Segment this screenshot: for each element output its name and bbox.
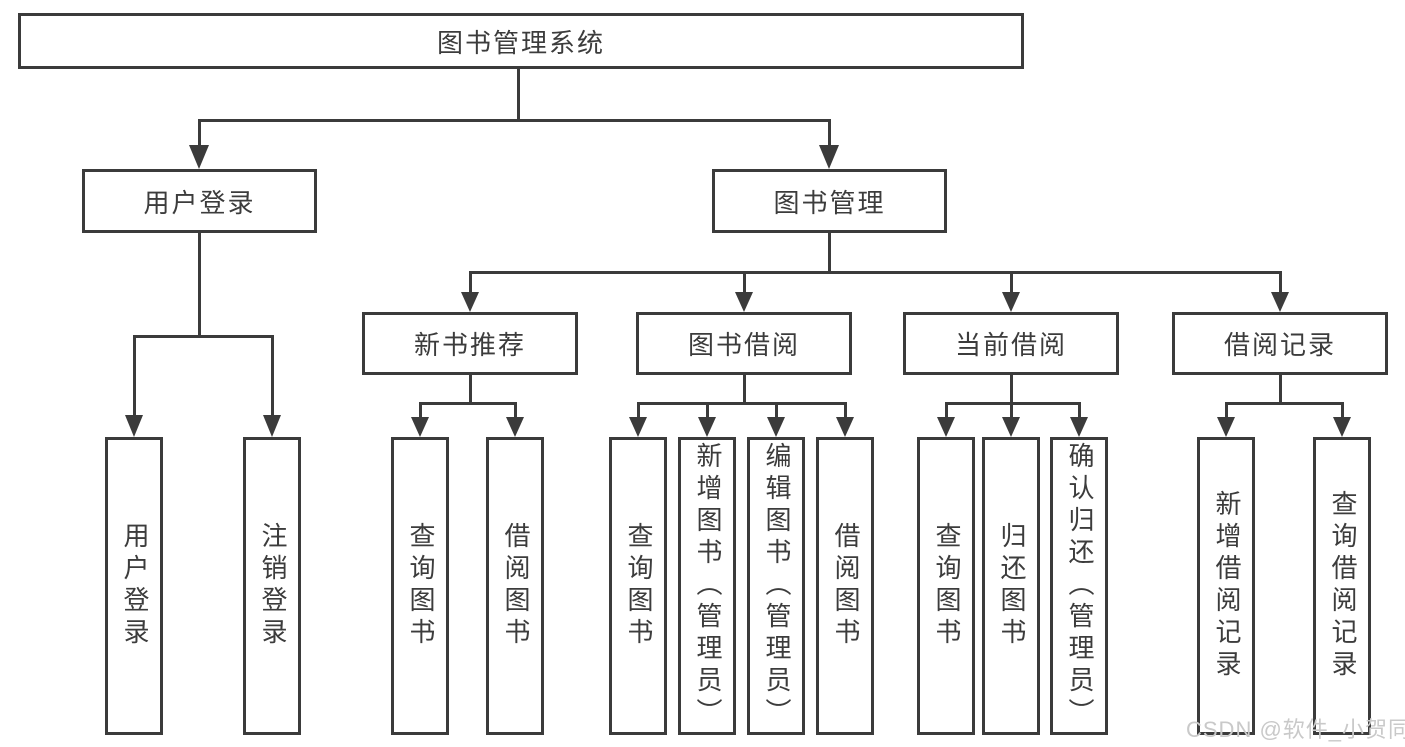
connector-line: [1225, 402, 1228, 417]
connector-line: [271, 335, 274, 415]
connector-line: [514, 402, 517, 417]
connector-line: [419, 402, 517, 405]
leaf-recommend-borrow-books: 借阅图书: [486, 437, 544, 735]
arrowhead-down-icon: [411, 417, 429, 437]
node-label: 新书推荐: [413, 330, 526, 360]
connector-line: [133, 335, 274, 338]
connector-line: [844, 402, 847, 417]
connector-line: [1078, 402, 1081, 417]
node-label: 图书管理系统: [436, 27, 605, 58]
leaf-label: 归还图书: [996, 522, 1027, 650]
node-label: 当前借阅: [954, 330, 1067, 360]
connector-line: [469, 375, 472, 402]
connector-line: [828, 119, 831, 145]
connector-line: [945, 402, 1081, 405]
arrowhead-down-icon: [506, 417, 524, 437]
node-library-management-system: 图书管理系统: [18, 13, 1024, 69]
connector-line: [517, 69, 520, 119]
arrowhead-down-icon: [189, 145, 209, 169]
connector-line: [1341, 402, 1344, 417]
arrowhead-down-icon: [1217, 417, 1235, 437]
arrowhead-down-icon: [937, 417, 955, 437]
arrowhead-down-icon: [1002, 417, 1020, 437]
node-label: 借阅记录: [1223, 330, 1336, 360]
connector-line: [419, 402, 422, 417]
leaf-label: 查询图书: [405, 522, 436, 650]
node-user-login: 用户登录: [82, 169, 317, 233]
leaf-recommend-query-books: 查询图书: [391, 437, 449, 735]
leaf-label: 新增图书（管理员）: [692, 442, 723, 730]
node-new-book-recommendation: 新书推荐: [362, 312, 578, 375]
node-book-borrowing: 图书借阅: [636, 312, 852, 375]
connector-line: [743, 375, 746, 402]
arrowhead-down-icon: [767, 417, 785, 437]
connector-line: [1279, 375, 1282, 402]
leaf-records-add-record: 新增借阅记录: [1197, 437, 1255, 735]
leaf-user-login: 用户登录: [105, 437, 163, 735]
connector-line: [828, 233, 831, 271]
connector-line: [1010, 271, 1013, 292]
leaf-label: 借阅图书: [830, 522, 861, 650]
leaf-label: 查询借阅记录: [1327, 490, 1358, 682]
leaf-label: 查询图书: [623, 522, 654, 650]
connector-line: [1225, 402, 1344, 405]
connector-line: [637, 402, 640, 417]
connector-line: [1279, 271, 1282, 292]
leaf-label: 借阅图书: [500, 522, 531, 650]
arrowhead-down-icon: [698, 417, 716, 437]
arrowhead-down-icon: [1271, 292, 1289, 312]
csdn-watermark: CSDN @软件_小贺同学: [1186, 717, 1405, 742]
node-label: 图书借阅: [687, 330, 800, 360]
arrowhead-down-icon: [1333, 417, 1351, 437]
connector-line: [469, 271, 472, 292]
leaf-borrow-edit-books-admin: 编辑图书（管理员）: [747, 437, 805, 735]
arrowhead-down-icon: [735, 292, 753, 312]
leaf-label: 编辑图书（管理员）: [761, 442, 792, 730]
arrowhead-down-icon: [1002, 292, 1020, 312]
leaf-current-query-books: 查询图书: [917, 437, 975, 735]
connector-line: [133, 335, 136, 415]
leaf-logout: 注销登录: [243, 437, 301, 735]
arrowhead-down-icon: [125, 415, 143, 437]
leaf-label: 注销登录: [257, 522, 288, 650]
leaf-label: 新增借阅记录: [1211, 490, 1242, 682]
leaf-borrow-query-books: 查询图书: [609, 437, 667, 735]
arrowhead-down-icon: [819, 145, 839, 169]
arrowhead-down-icon: [461, 292, 479, 312]
arrowhead-down-icon: [836, 417, 854, 437]
connector-line: [1010, 402, 1013, 417]
arrowhead-down-icon: [1070, 417, 1088, 437]
leaf-label: 用户登录: [119, 522, 150, 650]
node-label: 用户登录: [143, 187, 256, 218]
leaf-current-return-books: 归还图书: [982, 437, 1040, 735]
leaf-current-confirm-return-admin: 确认归还（管理员）: [1050, 437, 1108, 735]
node-borrowing-records: 借阅记录: [1172, 312, 1388, 375]
connector-line: [706, 402, 709, 417]
node-current-borrowing: 当前借阅: [903, 312, 1119, 375]
leaf-borrow-add-books-admin: 新增图书（管理员）: [678, 437, 736, 735]
node-label: 图书管理: [773, 187, 886, 218]
leaf-borrow-borrow-books: 借阅图书: [816, 437, 874, 735]
leaf-label: 确认归还（管理员）: [1064, 442, 1095, 730]
arrowhead-down-icon: [263, 415, 281, 437]
connector-line: [198, 119, 201, 145]
connector-line: [743, 271, 746, 292]
connector-line: [469, 271, 1282, 274]
connector-line: [945, 402, 948, 417]
leaf-records-query-record: 查询借阅记录: [1313, 437, 1371, 735]
connector-line: [198, 233, 201, 335]
node-book-management: 图书管理: [712, 169, 947, 233]
connector-line: [775, 402, 778, 417]
arrowhead-down-icon: [629, 417, 647, 437]
leaf-label: 查询图书: [931, 522, 962, 650]
connector-line: [637, 402, 847, 405]
connector-line: [1010, 375, 1013, 402]
connector-line: [198, 119, 831, 122]
